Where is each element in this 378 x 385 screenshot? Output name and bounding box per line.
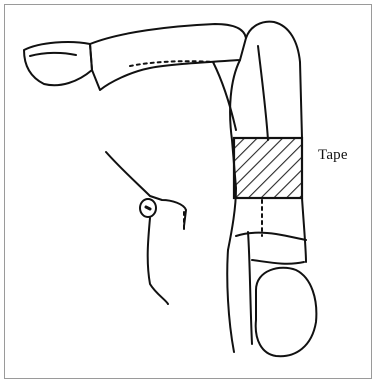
- tape-label: Tape: [318, 147, 348, 164]
- lower-segment-inner: [248, 232, 252, 344]
- lower-segment-left: [227, 250, 234, 352]
- bottom-knuckle-crease: [252, 260, 304, 264]
- left-fragment-lower: [148, 218, 168, 304]
- tape-hatch: [235, 139, 301, 197]
- lower-segment-joint: [236, 233, 306, 240]
- nail-outline: [30, 53, 76, 56]
- joint-dot: [146, 207, 150, 209]
- knuckle-curve: [213, 62, 236, 130]
- adjacent-finger-inner: [258, 46, 268, 140]
- bottom-knuckle-outline: [256, 268, 317, 356]
- adjacent-finger-right-lower: [302, 198, 306, 262]
- adjacent-finger-outline: [246, 22, 302, 138]
- middle-phalanx-outline: [90, 24, 246, 90]
- left-fragment-outline: [106, 152, 186, 226]
- fingertip-outline: [24, 42, 92, 85]
